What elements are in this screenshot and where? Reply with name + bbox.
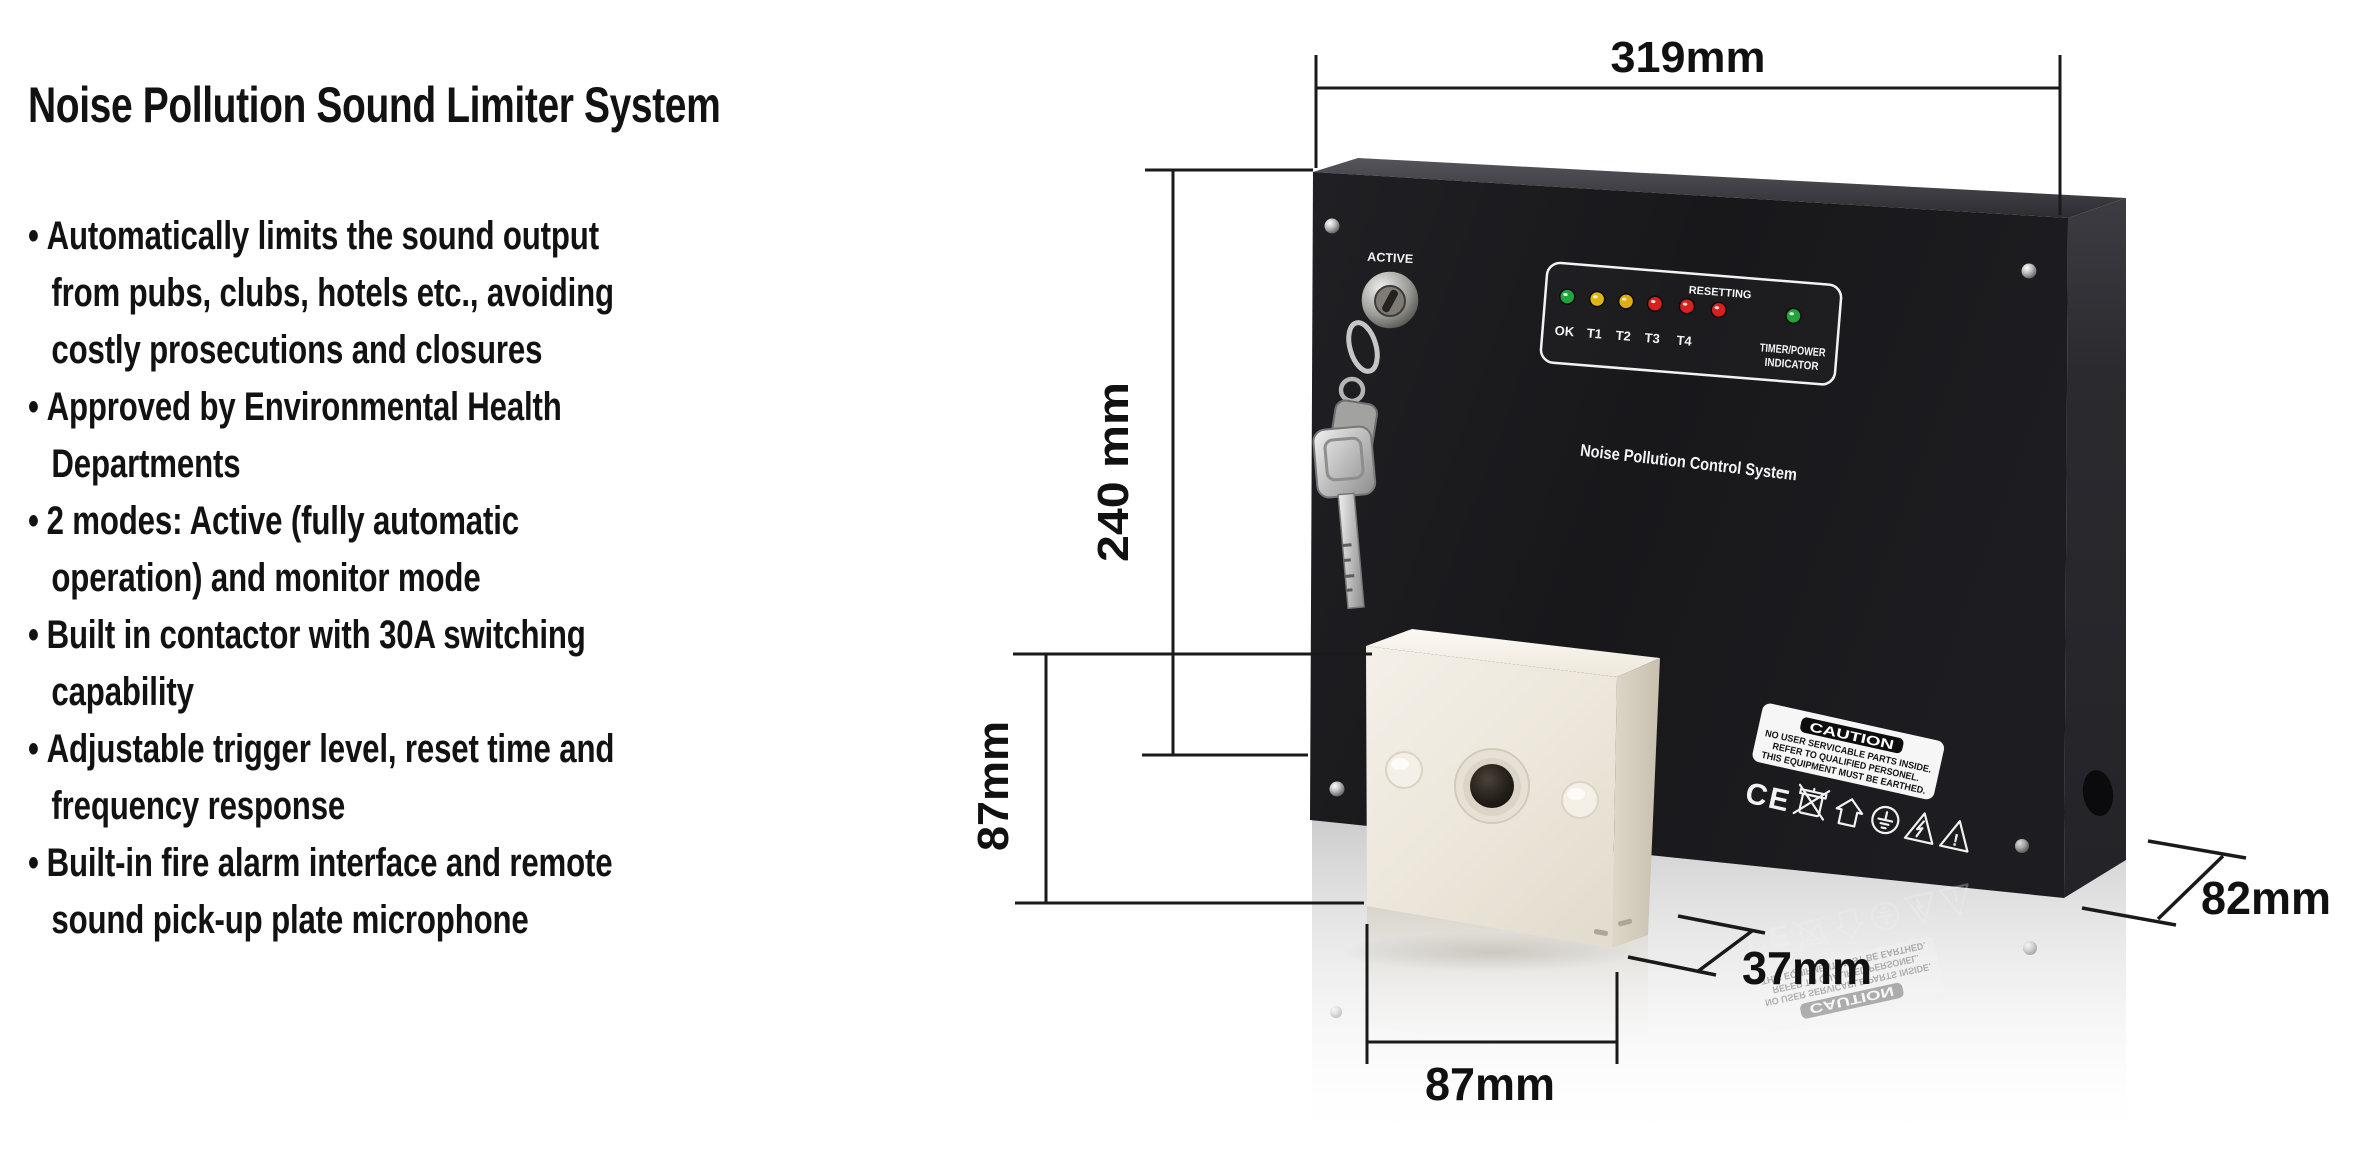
led-label-t2: T2 — [1615, 328, 1631, 344]
dim-mic-width-label: 87mm — [1425, 1058, 1555, 1110]
led-label-t4: T4 — [1676, 333, 1693, 349]
key-ring — [1346, 320, 1380, 374]
caution-header-bar — [1798, 715, 1906, 755]
dim-mic-width: 87mm — [1365, 924, 1619, 1110]
led-t3 — [1646, 295, 1664, 312]
list-item: Built-in fire alarm interface and remote… — [28, 835, 668, 949]
lock-mode-label: ACTIVE — [1367, 250, 1414, 266]
screw-reflection — [2023, 941, 2037, 955]
floor-reflection — [1312, 820, 2126, 1149]
led-resetting — [1710, 301, 1727, 319]
mic-vent-notch — [1593, 929, 1608, 936]
dimension-annotations: 319mm 240 mm 87mm 87mm 37mm — [969, 33, 2331, 1110]
mic-reflection — [1367, 906, 1648, 1075]
mic-side-face — [1612, 658, 1660, 948]
feature-list: Automatically limits the sound output fr… — [28, 208, 668, 949]
led-label-t3: T3 — [1644, 330, 1660, 346]
screw — [2015, 839, 2029, 853]
screw-cap — [1561, 781, 1599, 819]
led-t1 — [1588, 290, 1606, 308]
list-item: Built in contactor with 30A switching ca… — [28, 607, 668, 721]
dim-box-height: 240 mm — [1089, 168, 1313, 757]
cable-gland — [2082, 770, 2114, 816]
led-label-timer-1: TIMER/POWER — [1759, 342, 1826, 359]
screw — [1329, 781, 1345, 797]
dim-mic-height: 87mm — [969, 652, 1372, 905]
svg-text:!: ! — [1951, 830, 1961, 850]
microphone-capsule — [1470, 764, 1514, 808]
dim-box-depth-label: 82mm — [2201, 872, 2331, 924]
led-label-resetting: RESETTING — [1688, 284, 1752, 301]
key — [1312, 425, 1377, 610]
dim-box-width-label: 319mm — [1611, 33, 1766, 82]
led-panel: OK T1 T2 T3 T4 RESETTING TIMER/POWER IND… — [1539, 261, 1843, 386]
led-ok — [1559, 288, 1576, 305]
dim-box-height-label: 240 mm — [1089, 382, 1138, 562]
mic-vent-notch — [1618, 918, 1633, 927]
screw-cap-highlight — [1567, 788, 1585, 800]
general-warning-icon: ! — [1939, 820, 1969, 853]
keyway — [1382, 289, 1398, 313]
screw — [2021, 263, 2037, 279]
product-info-panel: Noise Pollution Sound Limiter System Aut… — [28, 77, 721, 949]
led-t2 — [1617, 293, 1635, 310]
screw-cap-highlight — [1391, 758, 1409, 770]
screw — [1324, 218, 1340, 234]
electric-shock-warning-icon — [1903, 812, 1934, 845]
led-t4 — [1678, 298, 1696, 315]
list-item: Approved by Environmental Health Departm… — [28, 379, 668, 493]
dim-mic-depth: 37mm — [1627, 914, 1872, 994]
led-timer-power — [1785, 307, 1802, 325]
led-label-t1: T1 — [1586, 325, 1602, 341]
plate-microphone — [1366, 629, 1660, 948]
list-item: Automatically limits the sound output fr… — [28, 208, 668, 379]
box-top-face — [1313, 158, 2126, 218]
compliance-symbols: CE — [1742, 777, 1969, 853]
dim-mic-depth-label: 37mm — [1742, 942, 1872, 994]
key-lock: ACTIVE — [1312, 250, 1420, 610]
led-label-timer-2: INDICATOR — [1764, 357, 1819, 373]
box-side-face — [2064, 198, 2126, 898]
led-label-ok: OK — [1554, 323, 1575, 340]
screw-cap — [1385, 751, 1423, 789]
page-title: Noise Pollution Sound Limiter System — [28, 77, 721, 133]
screw-reflection — [1330, 1006, 1342, 1018]
led-highlights — [1563, 292, 1794, 316]
mic-top-face — [1366, 629, 1660, 677]
dim-box-depth: 82mm — [2081, 839, 2331, 927]
led-panel-outline — [1539, 261, 1843, 386]
list-item: Adjustable trigger level, reset time and… — [28, 721, 668, 835]
list-item: 2 modes: Active (fully automatic operati… — [28, 493, 668, 607]
dim-box-width: 319mm — [1314, 33, 2062, 215]
earth-ground-icon — [1871, 805, 1900, 835]
house-icon — [1835, 798, 1864, 828]
weee-bin-icon — [1792, 783, 1831, 821]
dim-mic-height-label: 87mm — [969, 721, 1018, 851]
